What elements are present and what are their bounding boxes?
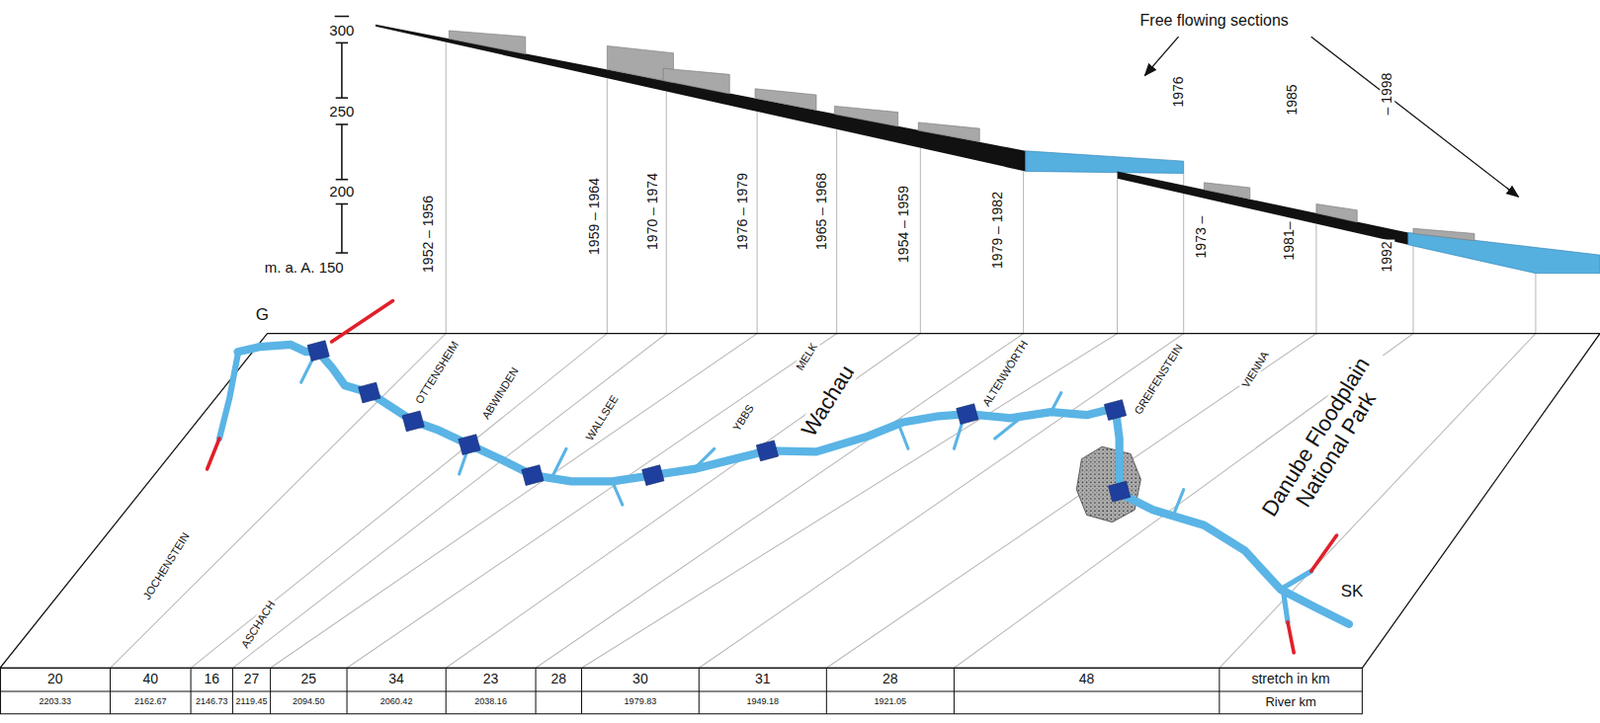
callout-text: Free flowing sections	[1140, 11, 1289, 30]
station-name: GREIFENSTEIN	[1130, 340, 1185, 420]
table-cell: 31	[755, 672, 771, 687]
table-cell: 1979.83	[624, 697, 658, 708]
leader-lines	[110, 41, 1536, 669]
station-name: JOCHENSTEIN	[140, 528, 194, 604]
country-code: G	[255, 306, 269, 326]
station-name: YBBS	[729, 401, 758, 436]
year-label: – 1998	[1379, 71, 1395, 118]
station-name: WALLSEE	[582, 392, 622, 446]
table-cell: 2162.67	[134, 697, 168, 708]
country-code: SK	[1341, 583, 1364, 602]
year-label: 1992	[1379, 240, 1395, 275]
year-label: 1985	[1284, 83, 1300, 118]
table-cell: 25	[301, 672, 318, 687]
scale-value: 300	[329, 22, 354, 40]
year-label: 1954 – 1959	[896, 183, 912, 265]
danube-river	[219, 344, 1349, 625]
table-cell: 28	[882, 672, 899, 687]
station-name: MELK	[792, 339, 821, 375]
scale-value: 200	[329, 183, 354, 201]
table-cell: 2203.33	[38, 697, 72, 708]
station-name: ABWINDEN	[478, 362, 522, 422]
elevation-scale	[335, 16, 349, 254]
year-label: 1965 – 1968	[814, 170, 830, 253]
station-name: OTTENSHEIM	[412, 336, 463, 408]
table-cell: 30	[632, 672, 649, 687]
state-borders	[207, 301, 1338, 654]
table-cell: 1921.05	[874, 697, 908, 708]
table-cell: 2146.73	[195, 697, 229, 708]
table-cell: 27	[244, 672, 260, 687]
elevation-profile	[375, 24, 1600, 274]
table-header: stretch in km	[1251, 672, 1330, 687]
region-name: Danube Floodplain National Park	[1251, 342, 1403, 545]
year-label: 1976 – 1979	[735, 170, 751, 253]
table-header: River km	[1264, 695, 1316, 710]
year-label: 1973 –	[1194, 213, 1210, 260]
year-label: 1976	[1171, 74, 1186, 109]
year-label: 1981–	[1281, 219, 1297, 262]
table-cell: 2060.42	[380, 697, 414, 708]
callout-arrows	[1144, 36, 1518, 197]
data-table	[0, 668, 1362, 714]
table-cell: 2119.45	[236, 697, 268, 708]
year-label: 1952 – 1956	[421, 194, 436, 276]
table-cell: 20	[47, 672, 64, 687]
axis-unit: m. a. A. 150	[264, 258, 344, 276]
table-cell: 40	[142, 672, 159, 687]
table-cell: 16	[203, 672, 220, 687]
year-label: 1979 – 1982	[990, 189, 1006, 271]
table-cell: 2094.50	[292, 697, 326, 708]
table-cell: 1949.18	[747, 697, 780, 708]
station-name: ALTENWÖRTH	[979, 336, 1032, 411]
city-area	[1076, 446, 1141, 522]
table-cell: 28	[550, 672, 567, 687]
table-cell: 23	[483, 672, 500, 687]
station-name: VIENNA	[1238, 346, 1272, 392]
station-name: ASCHACH	[238, 596, 279, 652]
table-cell: 34	[388, 672, 405, 687]
map-plane	[0, 334, 1600, 670]
table-cell: 2038.16	[474, 697, 507, 708]
region-name: Wachau	[796, 359, 861, 443]
table-cell: 48	[1079, 672, 1095, 687]
scale-value: 250	[329, 102, 354, 120]
year-label: 1959 – 1964	[587, 175, 602, 257]
year-label: 1970 – 1974	[645, 170, 661, 253]
